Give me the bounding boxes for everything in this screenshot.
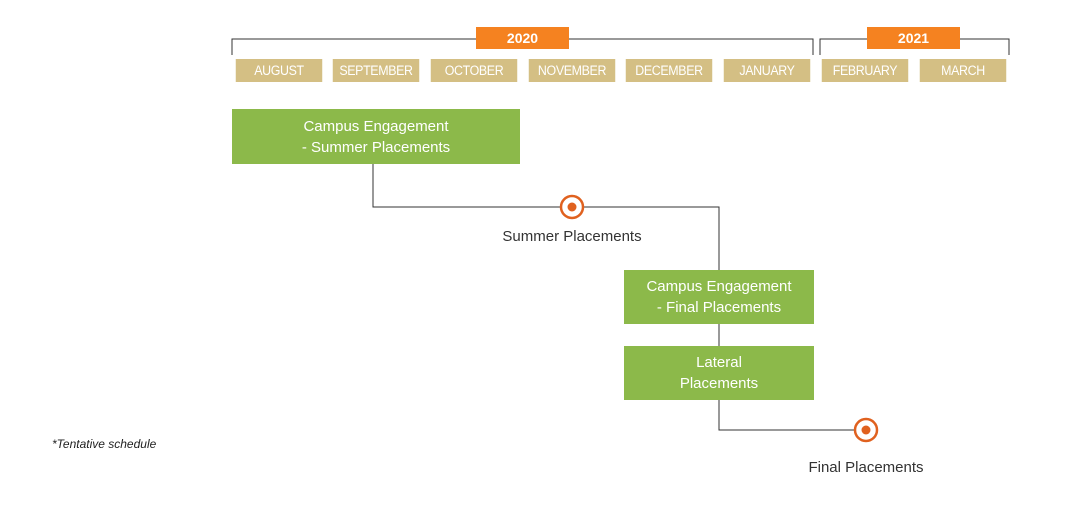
phase-line: Placements: [679, 375, 759, 392]
target-icon: [559, 194, 585, 220]
phase-line: Campus Engagement: [303, 117, 449, 135]
month-cell: JANUARY: [723, 59, 811, 82]
milestone-label-summer: Summer Placements: [502, 228, 642, 245]
connector-final: [718, 400, 866, 431]
year-label-2020: 2020: [476, 27, 569, 49]
month-cell: OCTOBER: [430, 59, 518, 82]
month-cell: NOVEMBER: [528, 59, 616, 82]
phase-box-summer-engagement: Campus Engagement - Summer Placements: [232, 109, 520, 164]
month-cell: SEPTEMBER: [332, 59, 420, 82]
phase-line: - Summer Placements: [301, 138, 451, 156]
tentative-note: *Tentative schedule: [52, 437, 157, 451]
month-cell: FEBRUARY: [821, 59, 909, 82]
month-cell: AUGUST: [235, 59, 323, 82]
connector-summer: [372, 164, 720, 270]
year-label-2021: 2021: [867, 27, 960, 49]
phase-line: - Final Placements: [656, 299, 782, 316]
month-cell: MARCH: [919, 59, 1007, 82]
phase-line: Campus Engagement: [646, 278, 792, 295]
target-icon: [853, 417, 879, 443]
phase-box-final-engagement: Campus Engagement - Final Placements: [624, 270, 814, 324]
phase-line: Lateral: [696, 354, 742, 371]
month-cell: DECEMBER: [625, 59, 713, 82]
milestone-label-final: Final Placements: [808, 459, 924, 476]
phase-box-lateral: Lateral Placements: [624, 346, 814, 400]
